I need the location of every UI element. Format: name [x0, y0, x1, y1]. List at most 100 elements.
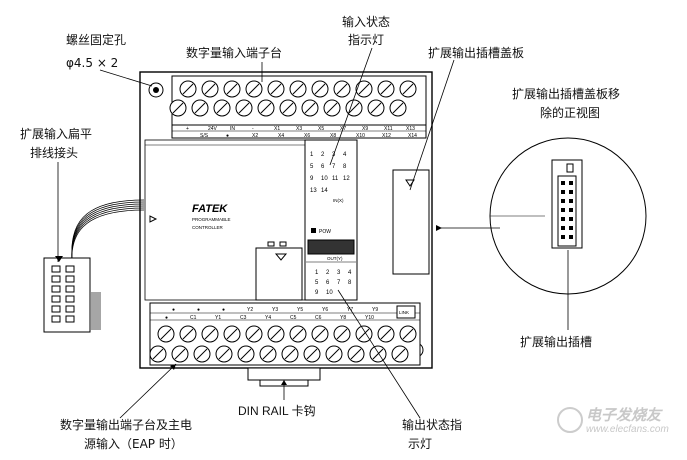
bottom-terminal-tag: C1 [190, 315, 197, 321]
mount-hole-label: 螺丝固定孔 [66, 33, 127, 47]
top-screw-slot [336, 83, 348, 95]
top-terminal-tag: X2 [252, 133, 258, 139]
magnify-arrowhead [436, 225, 442, 231]
output-led-number: 5 [315, 280, 319, 286]
top-screw-slot [292, 83, 304, 95]
output-led-number: 1 [315, 270, 319, 276]
comm-port [255, 247, 303, 301]
top-terminal-tag: X4 [278, 133, 284, 139]
bottom-screw-slot [270, 328, 282, 340]
bottom-terminal-tag: ● [222, 307, 225, 313]
bottom-screw-slot [328, 348, 340, 360]
top-terminal-tag: X9 [362, 126, 368, 132]
display-window [307, 239, 355, 255]
top-terminal-tag: X14 [408, 133, 417, 139]
connector-pin [65, 265, 75, 273]
bottom-screw-slot [350, 348, 362, 360]
flat-cable-label-line1: 扩展输入扁平 [20, 127, 93, 141]
output-terminal-label-line1: 数字量输出端子台及主电 [60, 418, 193, 432]
watermark-icon [557, 407, 583, 433]
top-screw-slot [392, 102, 404, 114]
bottom-screw-slot [380, 328, 392, 340]
top-screw-slot [182, 83, 194, 95]
output-led-number: 10 [326, 290, 333, 296]
top-screw-slot [358, 83, 370, 95]
watermark-text: 电子发烧友 [586, 407, 662, 424]
top-screw-slot [380, 83, 392, 95]
output-terminal-arrowhead [170, 364, 176, 370]
led-panel [304, 139, 358, 301]
comm-port-tab [279, 241, 287, 247]
bottom-terminal-tag: Y8 [340, 315, 346, 321]
top-screw-slot [172, 102, 184, 114]
output-led-number: 8 [348, 280, 352, 286]
flat-cable-wire [71, 203, 145, 263]
input-led-number: 13 [310, 188, 317, 194]
top-screw-slot [326, 102, 338, 114]
pow-label: POW [319, 229, 331, 235]
expansion-slot-label: 扩展输出插槽 [520, 335, 593, 349]
bottom-screw-slot [218, 348, 230, 360]
bottom-terminal-tag: Y2 [247, 307, 253, 313]
top-screw-slot [348, 102, 360, 114]
top-terminal-tag: X12 [382, 133, 391, 139]
connector-pin [65, 315, 75, 323]
input-led-number: 10 [321, 176, 328, 182]
bottom-terminal-tag: ● [165, 315, 168, 321]
bottom-screw-slot [174, 348, 186, 360]
bottom-terminal-tag: Y7 [347, 307, 353, 313]
slot-pin [569, 199, 573, 203]
brand-logo: FATEK [192, 203, 228, 215]
bottom-terminal-tag: Y9 [372, 307, 378, 313]
top-screw-slot [314, 83, 326, 95]
connector-pin [51, 285, 61, 293]
top-terminal-tag: X8 [330, 133, 336, 139]
flat-cable-arrowhead [55, 256, 63, 262]
bottom-screw-slot [358, 328, 370, 340]
top-screw-slot [194, 102, 206, 114]
bottom-screw-slot [314, 328, 326, 340]
cover-removed-label-line1: 扩展输出插槽盖板移 [512, 87, 621, 101]
input-led-number: 2 [321, 152, 325, 158]
pow-led [311, 228, 316, 233]
top-screw-slot [370, 102, 382, 114]
bottom-terminal-tag: Y1 [215, 315, 221, 321]
input-status-label-line2: 指示灯 [347, 33, 384, 47]
link-tag: LINK [399, 310, 409, 315]
output-terminal-leader [119, 363, 177, 419]
comm-port-arrow [274, 253, 288, 261]
flat-cable-wire [71, 199, 145, 261]
input-status-leader [329, 47, 373, 166]
bottom-screw-slot [372, 348, 384, 360]
output-led-number: 3 [337, 270, 341, 276]
flat-cable-wire [71, 207, 145, 265]
din-arrowhead [281, 380, 287, 385]
slot-pin [569, 217, 573, 221]
expansion-cover-leader [409, 59, 455, 191]
top-terminal-tag: X11 [384, 126, 393, 132]
connector-pin [65, 295, 75, 303]
out-indicator-label: OUT(Y) [327, 256, 343, 261]
slot-pin [561, 226, 565, 230]
top-terminal-tag: S/S [200, 133, 209, 139]
bottom-screw-slot [152, 348, 164, 360]
slot-pin [561, 235, 565, 239]
slot-pin [569, 226, 573, 230]
bottom-screw-slot [394, 348, 406, 360]
top-screw-slot [248, 83, 260, 95]
connector-pin [51, 275, 61, 283]
top-terminal-tag: 24V [208, 126, 218, 132]
bottom-screw-slot [284, 348, 296, 360]
flat-cable-wire [71, 201, 145, 262]
brand-subtitle-1: PROGRAMMABLE [192, 217, 231, 222]
output-led-number: 6 [326, 280, 330, 286]
mount-hole-leader [99, 69, 153, 87]
mount-hole-top [148, 82, 164, 98]
input-led-number: 1 [310, 152, 314, 158]
input-led-number: 14 [321, 188, 328, 194]
flat-cable-connector [43, 257, 91, 333]
output-status-label-line1: 输出状态指 [402, 418, 463, 432]
input-led-number: 8 [343, 164, 347, 170]
top-screw-slot [238, 102, 250, 114]
